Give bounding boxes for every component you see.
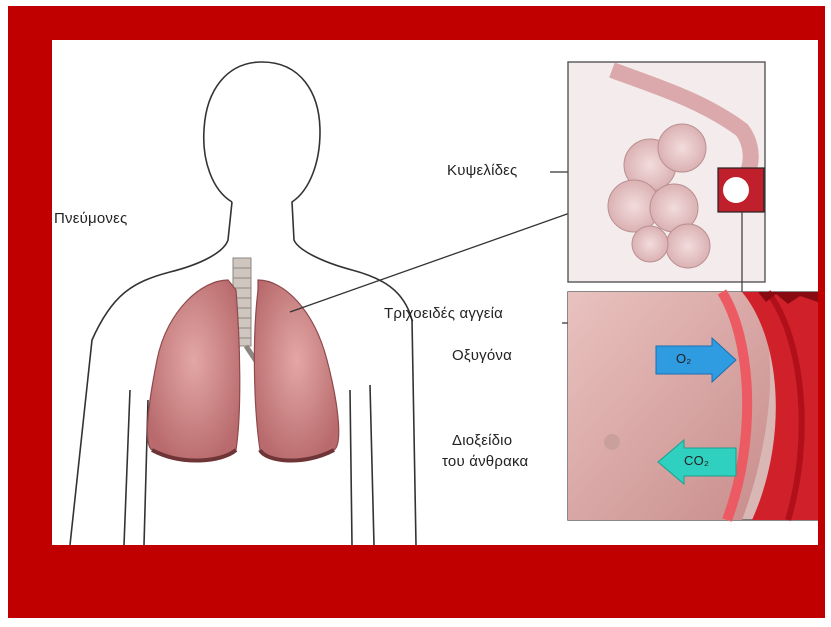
alveoli-inset bbox=[568, 62, 765, 292]
left-arm-outline bbox=[124, 390, 148, 545]
right-lung bbox=[254, 280, 338, 459]
right-arm-outline bbox=[350, 385, 374, 545]
left-lung bbox=[147, 280, 239, 459]
o2-symbol: O₂ bbox=[676, 351, 692, 366]
capillary-inset bbox=[568, 292, 818, 520]
label-capillaries: Τριχοειδές αγγεία bbox=[384, 305, 503, 322]
label-alveoli: Κυψελίδες bbox=[447, 162, 518, 179]
label-lungs: Πνεύμονες bbox=[54, 210, 127, 227]
label-oxygen: Οξυγόνα bbox=[452, 347, 512, 364]
co2-symbol: CO₂ bbox=[684, 453, 709, 468]
label-co2-line1: Διοξείδιο bbox=[452, 432, 512, 449]
respiration-illustration bbox=[52, 40, 818, 545]
label-co2-line2: του άνθρακα bbox=[442, 453, 528, 470]
diagram-panel: Πνεύμονες Κυψελίδες Τριχοειδές αγγεία Οξ… bbox=[52, 40, 818, 545]
